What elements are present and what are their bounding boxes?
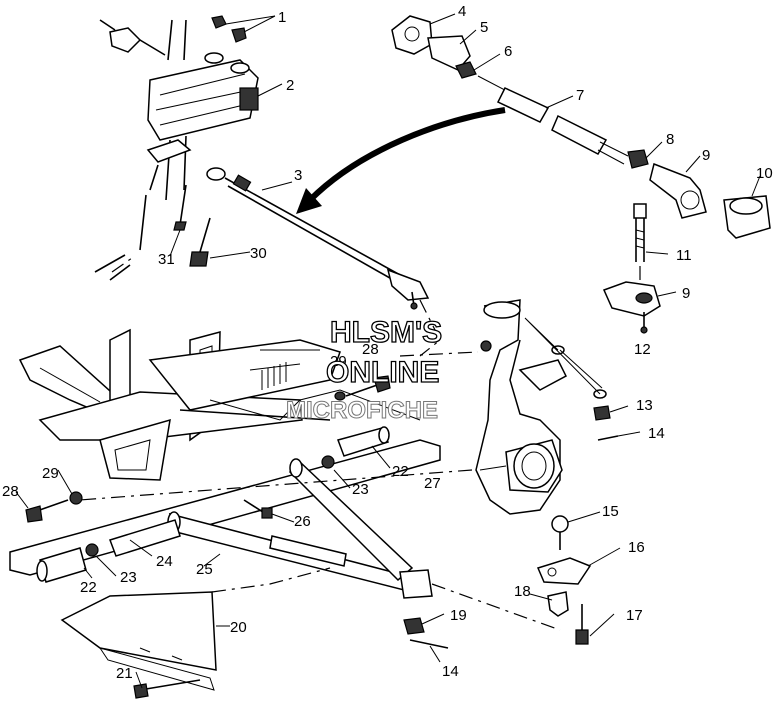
callout-7: 7 <box>576 87 584 104</box>
callout-26: 26 <box>294 513 311 530</box>
callout-4: 4 <box>458 3 466 20</box>
callout-18: 18 <box>514 583 531 600</box>
callout-30: 30 <box>250 245 267 262</box>
a-arm-assembly <box>25 458 449 649</box>
callout-27: 27 <box>424 475 441 492</box>
callout-12: 12 <box>634 341 651 358</box>
callout-6: 6 <box>504 43 512 60</box>
callout-5: 5 <box>480 19 488 36</box>
callout-9-upper: 9 <box>702 147 710 164</box>
callout-14-lower: 14 <box>442 663 459 680</box>
tie-rod-end-parts <box>391 15 771 334</box>
leader-lines <box>15 13 761 689</box>
watermark-line-3: MICROFICHE <box>286 397 438 424</box>
direction-arrow <box>296 107 506 214</box>
callout-3: 3 <box>294 167 302 184</box>
watermark: HLSM'S ONLINE MICROFICHE <box>286 315 443 424</box>
callout-15: 15 <box>602 503 619 520</box>
callout-9-lower: 9 <box>682 285 690 302</box>
skid-plate <box>60 591 217 699</box>
callout-29-lower: 29 <box>42 465 59 482</box>
callout-25: 25 <box>196 561 213 578</box>
callout-8: 8 <box>666 131 674 148</box>
callout-22-upper: 22 <box>392 463 409 480</box>
watermark-line-1: HLSM'S <box>330 316 442 349</box>
spindle-knuckle <box>475 299 619 645</box>
callout-10: 10 <box>756 165 773 182</box>
watermark-line-2: ONLINE <box>326 356 439 389</box>
callout-19: 19 <box>450 607 467 624</box>
callout-1: 1 <box>278 9 286 26</box>
callout-17: 17 <box>626 607 643 624</box>
callout-20: 20 <box>230 619 247 636</box>
callout-14-upper: 14 <box>648 425 665 442</box>
callout-28-lower: 28 <box>2 483 19 500</box>
callout-16: 16 <box>628 539 645 556</box>
callout-28-upper: 28 <box>362 341 379 358</box>
tie-rod-assembly <box>206 167 430 310</box>
callout-11: 11 <box>676 247 692 264</box>
callout-2: 2 <box>286 77 294 94</box>
callout-21: 21 <box>116 665 133 682</box>
callout-13: 13 <box>636 397 653 414</box>
callout-31: 31 <box>158 251 175 268</box>
callout-23-upper: 23 <box>352 481 369 498</box>
callout-24: 24 <box>156 553 173 570</box>
callout-23-lower: 23 <box>120 569 137 586</box>
callout-29-upper: 29 <box>330 353 347 370</box>
callout-22-lower: 22 <box>80 579 97 596</box>
steering-post-assembly <box>94 15 259 281</box>
callout-labels: 1 2 3 4 5 6 7 8 9 10 11 9 12 13 14 15 16… <box>2 3 773 682</box>
